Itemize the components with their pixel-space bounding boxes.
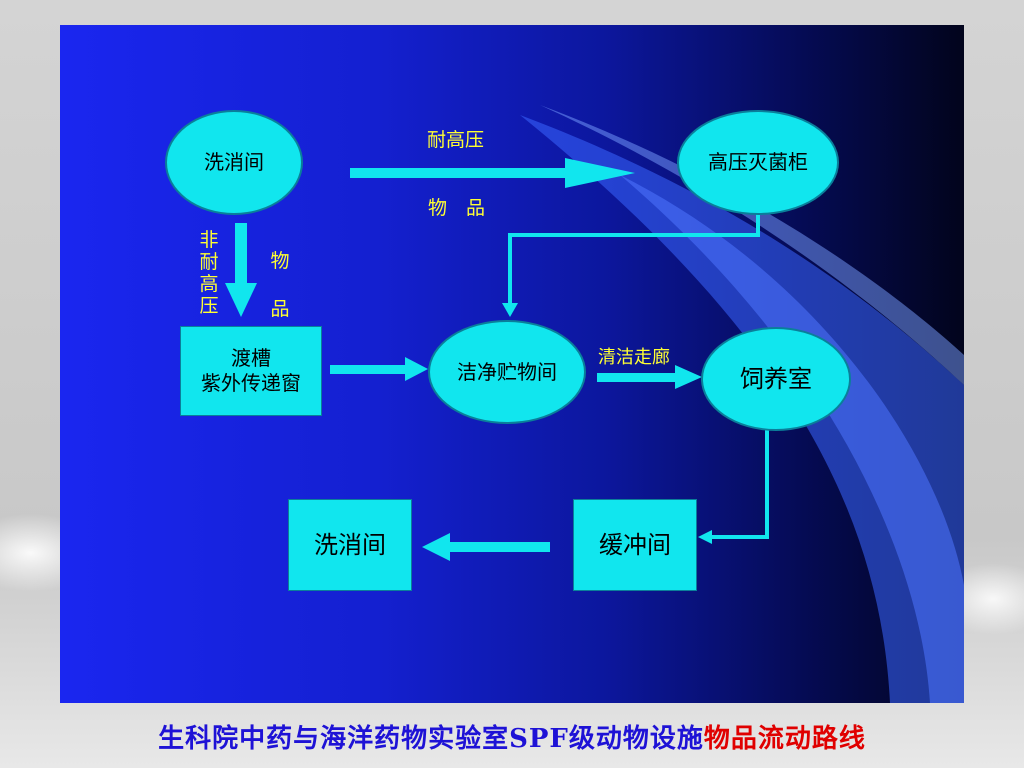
label-non-high-pressure: 非耐高压 [199, 229, 219, 317]
node-clean-storage: 洁净贮物间 [428, 320, 586, 424]
node-wash-room-top: 洗消间 [165, 110, 303, 215]
label-high-pressure: 耐高压 [427, 129, 485, 151]
arrow-storage-to-breeding [597, 365, 702, 389]
arrow-wash-to-transfer [225, 223, 257, 317]
arrow-breeding-to-buffer [698, 429, 769, 544]
arrow-wash-to-autoclave [350, 158, 635, 188]
node-label: 高压灭菌柜 [708, 150, 808, 174]
caption-facility: 生科院中药与海洋药物实验室SPF级动物设施 [158, 724, 704, 754]
slide-caption: 生科院中药与海洋药物实验室SPF级动物设施物品流动路线 [0, 718, 1024, 755]
node-autoclave: 高压灭菌柜 [677, 110, 839, 215]
node-label: 洁净贮物间 [457, 359, 557, 384]
node-wash-room-bottom: 洗消间 [288, 499, 412, 591]
node-transfer-window: 渡槽 紫外传递窗 [180, 326, 322, 416]
node-label: 洗消间 [314, 531, 386, 559]
label-clean-corridor: 清洁走廊 [598, 347, 670, 368]
label-goods-vertical: 物品 [270, 250, 290, 320]
label-goods: 物 品 [428, 197, 486, 219]
slide-canvas: 洗消间 高压灭菌柜 渡槽 紫外传递窗 洁净贮物间 饲养室 缓冲间 洗消间 耐高压… [60, 25, 964, 703]
decorative-swoosh [520, 105, 964, 703]
node-label: 渡槽 紫外传递窗 [201, 346, 301, 395]
node-label: 洗消间 [204, 150, 264, 174]
arrow-buffer-to-wash [422, 533, 550, 561]
flow-arrows [225, 158, 769, 561]
arrow-autoclave-to-storage [502, 213, 760, 317]
node-breeding-room: 饲养室 [701, 327, 851, 431]
node-label: 饲养室 [740, 365, 812, 393]
node-label: 缓冲间 [599, 531, 671, 559]
node-buffer-room: 缓冲间 [573, 499, 697, 591]
caption-route: 物品流动路线 [703, 724, 866, 754]
arrow-transfer-to-storage [330, 357, 428, 381]
